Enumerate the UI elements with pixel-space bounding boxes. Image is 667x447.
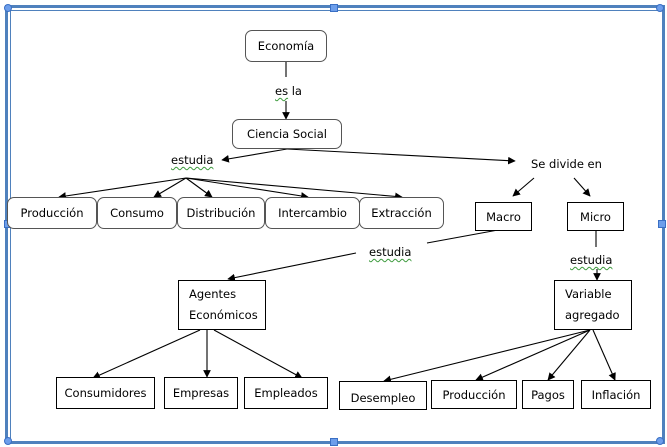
link-label-estudia-2: estudia: [369, 245, 412, 259]
edge-agentes-consumidores: [92, 329, 201, 379]
edge-variable-produccion: [475, 329, 591, 381]
node-label: Macro: [486, 209, 521, 224]
resize-handle-bottom-right[interactable]: [656, 437, 664, 445]
node-label: Inflación: [591, 387, 641, 402]
node-label-line-2: agregado: [565, 308, 620, 322]
edge-macro-estudia: [426, 229, 499, 244]
node-label-line-1: Agentes: [189, 287, 237, 301]
node-inflacion[interactable]: Inflación: [581, 380, 651, 409]
edge-sedivide-macro: [512, 177, 535, 197]
node-desempleo[interactable]: Desempleo: [339, 381, 427, 410]
node-extraccion[interactable]: Extracción: [359, 197, 444, 229]
node-label: Empresas: [172, 386, 230, 400]
edge-sedivide-micro: [573, 177, 591, 197]
node-micro[interactable]: Micro: [567, 202, 624, 231]
node-distribucion[interactable]: Distribución: [177, 197, 265, 229]
node-label: Producción: [442, 387, 506, 402]
edge-variable-desempleo: [383, 329, 591, 384]
edge-estudia-intercambio: [185, 177, 309, 200]
edge-ciencia-estudia: [221, 148, 288, 163]
node-label: Pagos: [531, 387, 565, 402]
edge-variable-inflacion: [592, 329, 616, 381]
node-label: Intercambio: [278, 206, 347, 220]
link-label-estudia-3: estudia: [570, 253, 613, 267]
node-agentes-economicos[interactable]: Agentes Económicos: [178, 280, 266, 330]
edge-estudia-agentes: [227, 252, 357, 282]
link-label-es-la: es la: [275, 84, 302, 98]
resize-handle-top-right[interactable]: [656, 4, 664, 12]
link-label-es: es: [275, 84, 289, 98]
node-label: Consumo: [110, 206, 164, 220]
node-label: Economía: [257, 39, 315, 53]
node-economia[interactable]: Economía: [245, 30, 327, 62]
node-label-line-2: Económicos: [189, 308, 258, 322]
node-intercambio[interactable]: Intercambio: [265, 197, 360, 229]
resize-handle-top-left[interactable]: [4, 4, 12, 12]
node-variable-agregado[interactable]: Variable agregado: [554, 280, 632, 330]
resize-handle-bottom-left[interactable]: [4, 437, 12, 445]
node-label: Consumidores: [64, 386, 147, 400]
link-label-estudia-1: estudia: [171, 153, 214, 167]
resize-handle-top[interactable]: [330, 4, 338, 12]
edge-estudia-consumo: [153, 177, 187, 198]
node-label: Micro: [580, 209, 611, 224]
node-label: Distribución: [186, 206, 256, 220]
edge-estudia-extraccion: [185, 177, 403, 201]
node-label: Ciencia Social: [247, 127, 327, 141]
edge-ciencia-sedivide: [286, 148, 516, 165]
edge-variable-pagos: [547, 329, 591, 381]
resize-handle-right[interactable]: [658, 220, 666, 228]
edge-estudia-produccion: [58, 177, 187, 200]
node-label: Producción: [20, 206, 84, 220]
node-macro[interactable]: Macro: [475, 202, 532, 231]
node-pagos[interactable]: Pagos: [522, 380, 574, 409]
link-label-se-divide-en: Se divide en: [531, 157, 602, 171]
node-consumidores[interactable]: Consumidores: [56, 377, 155, 409]
node-label: Extracción: [371, 206, 432, 220]
node-produccion[interactable]: Producción: [7, 197, 97, 229]
node-consumo[interactable]: Consumo: [97, 197, 177, 229]
node-empresas[interactable]: Empresas: [164, 377, 238, 409]
node-produccion-2[interactable]: Producción: [431, 380, 517, 409]
node-label: Empleados: [254, 386, 318, 400]
resize-handle-bottom[interactable]: [330, 438, 338, 446]
edge-estudia-distribucion: [185, 177, 213, 198]
node-empleados[interactable]: Empleados: [244, 377, 328, 409]
edge-agentes-empleados: [213, 329, 303, 379]
node-label-line-1: Variable: [565, 287, 612, 301]
node-ciencia-social[interactable]: Ciencia Social: [232, 119, 342, 149]
link-label-la: la: [291, 84, 302, 98]
node-label: Desempleo: [350, 390, 416, 405]
